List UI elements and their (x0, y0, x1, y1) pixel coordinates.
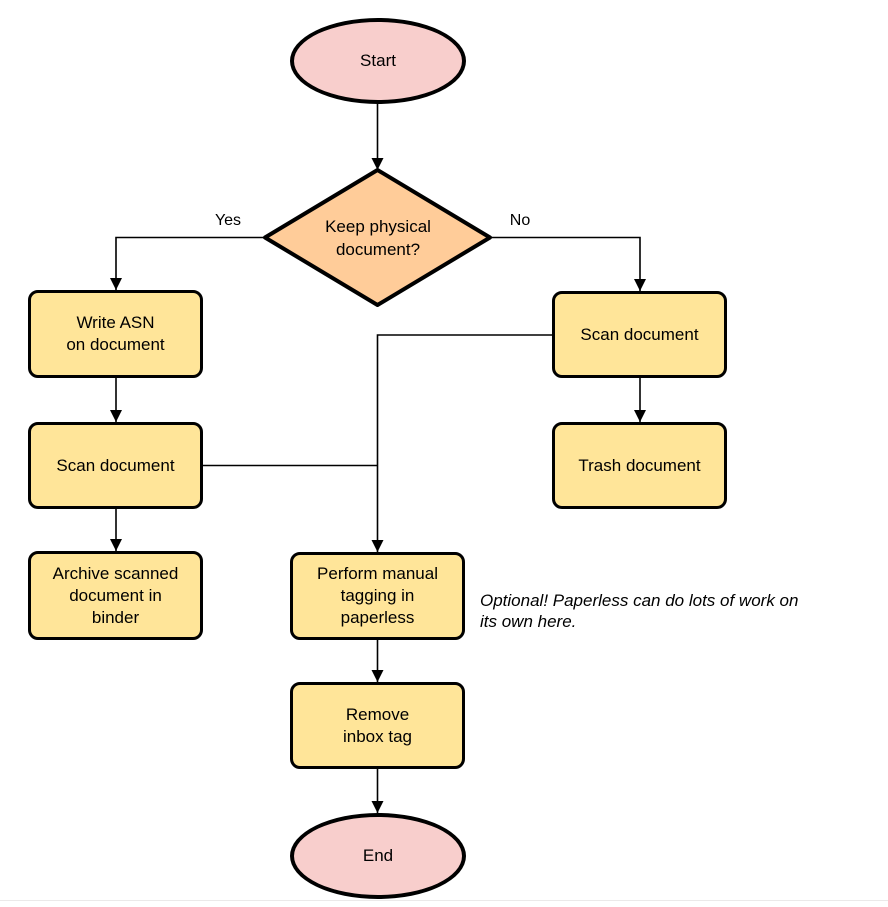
node-decision-label: Keep physical document? (325, 216, 431, 259)
node-manual-tagging: Perform manual tagging in paperless (290, 552, 465, 640)
node-write-asn: Write ASN on document (28, 290, 203, 378)
node-end: End (290, 813, 466, 899)
node-trash-document: Trash document (552, 422, 727, 509)
node-start: Start (290, 18, 466, 104)
bottom-divider (0, 900, 888, 901)
edge-decision-yes-write-asn (110, 236, 265, 290)
edge-label-yes: Yes (214, 212, 242, 229)
node-remove-inbox-tag: Remove inbox tag (290, 682, 465, 769)
note-optional-text: Optional! Paperless can do lots of work … (480, 591, 799, 631)
node-archive-binder: Archive scanned document in binder (28, 551, 203, 640)
edge-label-no: No (509, 212, 531, 229)
edge-decision-no-scan-right (490, 236, 646, 291)
node-scan-document-left: Scan document (28, 422, 203, 509)
edge-scan-right-tagging (371, 334, 552, 552)
node-scan-document-right: Scan document (552, 291, 727, 378)
